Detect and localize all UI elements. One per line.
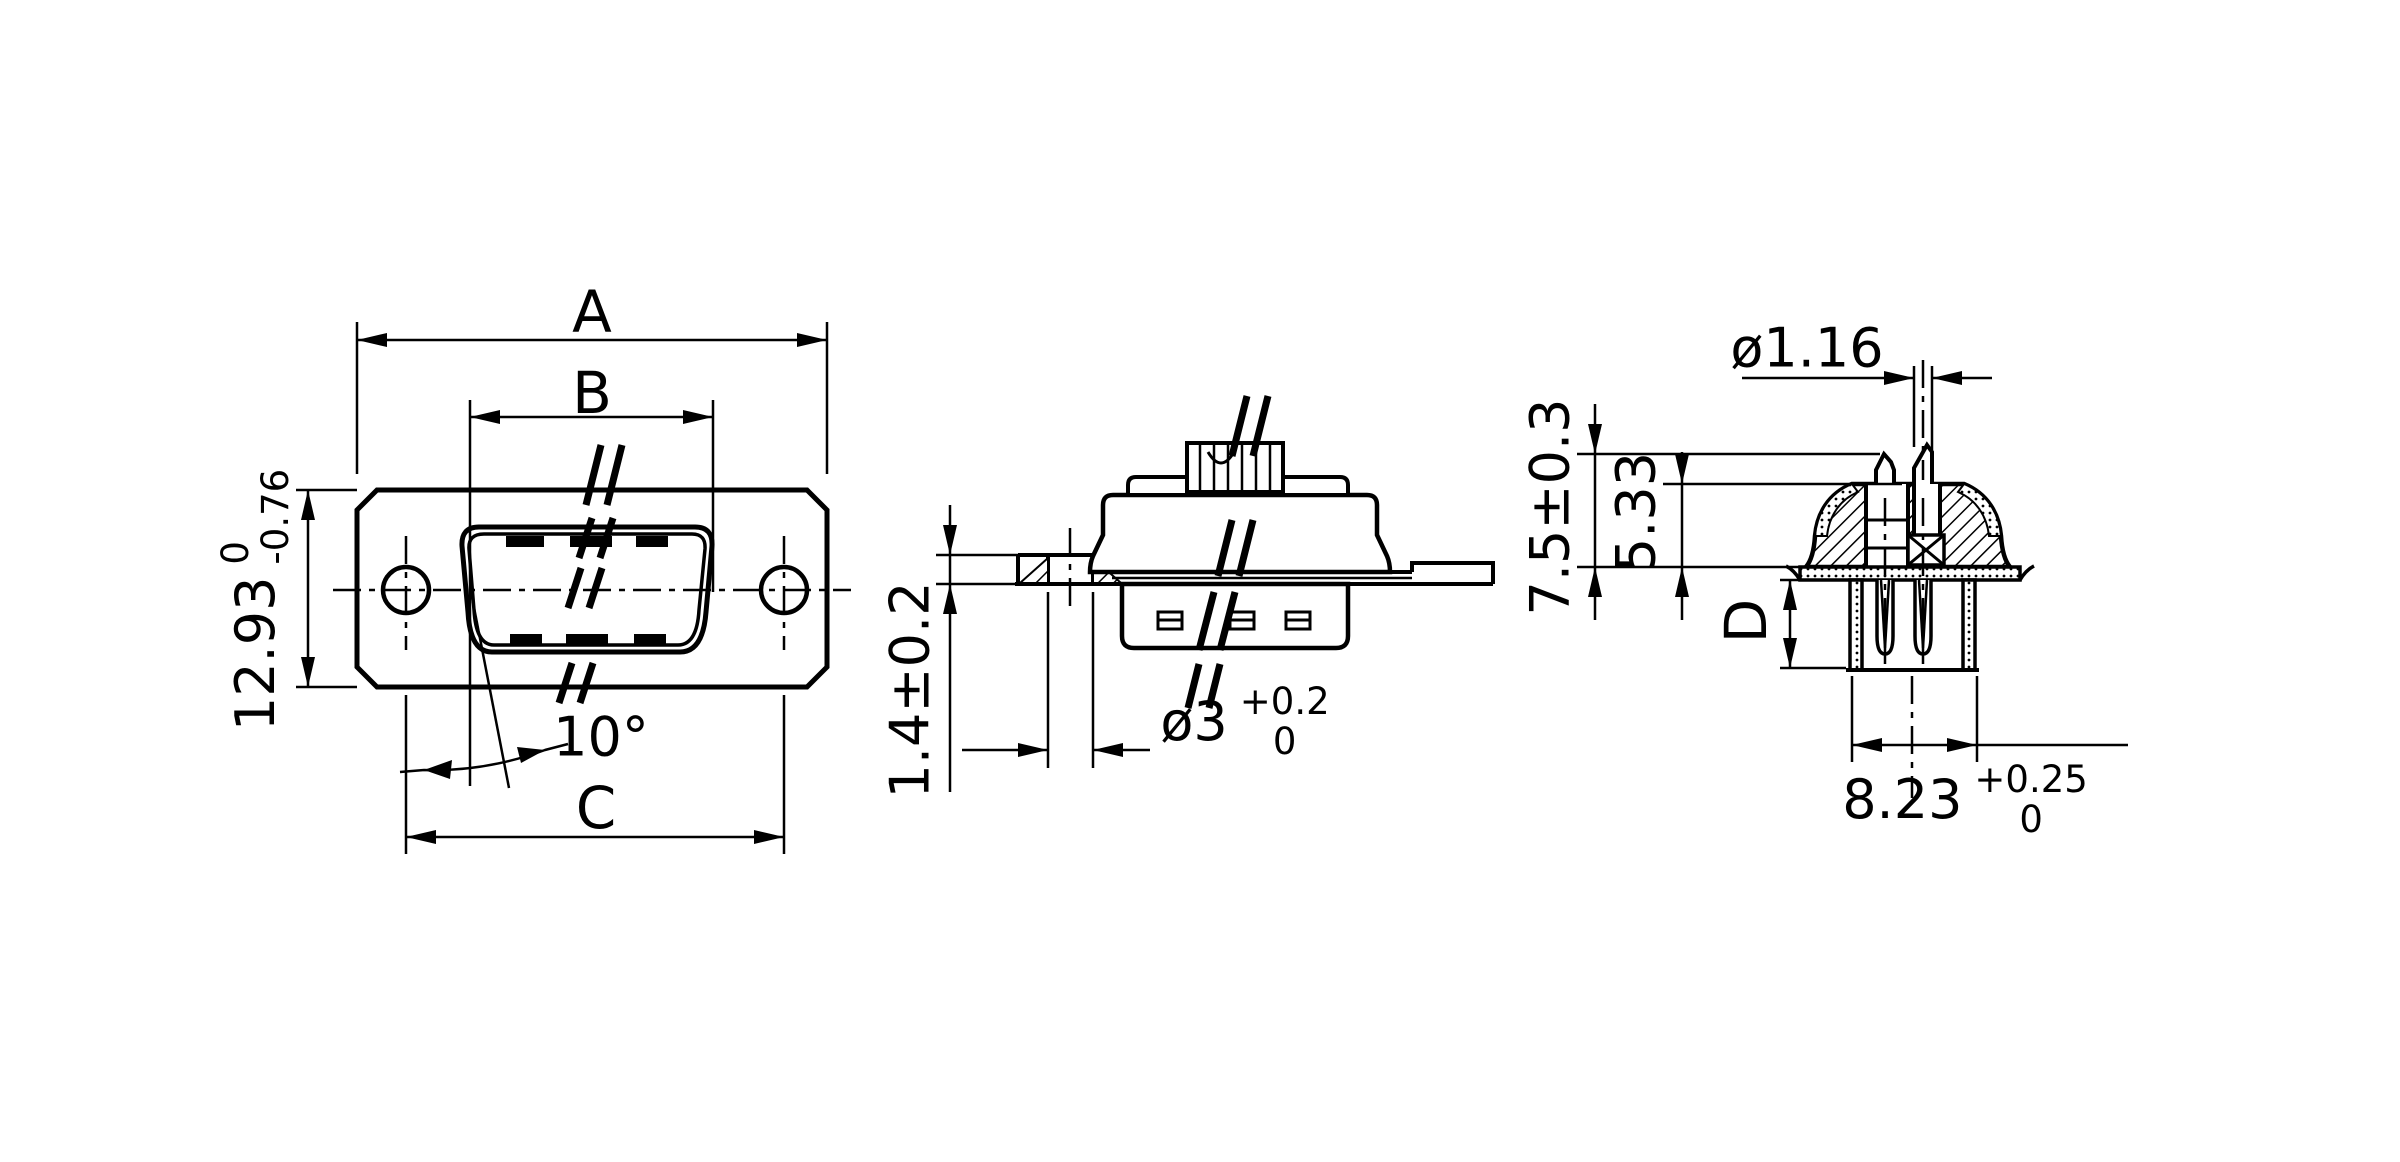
height-value: 12.93 — [224, 576, 288, 732]
pin-height-label: 7.5±0.3 — [1518, 398, 1582, 616]
height-tol-upper: 0 — [214, 541, 258, 565]
dim-a-label: A — [572, 278, 612, 346]
hole-tol-lower: 0 — [1272, 720, 1297, 763]
hole-diameter-dimension: ø3 +0.2 0 — [1160, 682, 1329, 762]
dim-b-label: B — [572, 359, 612, 427]
insulator-height-label: 5.33 — [1604, 451, 1668, 573]
section-view — [1577, 360, 2128, 798]
height-dimension: 12.93 0 -0.76 — [214, 468, 297, 732]
barrel-width-dimension: 8.23 +0.25 0 — [1842, 760, 2088, 840]
hole-diameter-value: ø3 — [1160, 690, 1228, 754]
pin-diameter-label: ø1.16 — [1730, 316, 1884, 380]
barrel-width-tol-upper: +0.25 — [1974, 758, 2088, 802]
hole-tol-upper: +0.2 — [1239, 680, 1330, 724]
barrel-width-value: 8.23 — [1842, 768, 1963, 832]
dim-c-label: C — [575, 774, 617, 842]
side-view — [936, 395, 1495, 792]
front-view — [296, 322, 851, 854]
barrel-depth-label: D — [1712, 598, 1780, 644]
barrel-width-tol-lower: 0 — [2019, 798, 2043, 841]
height-tol-lower: -0.76 — [254, 468, 297, 565]
flange-thickness-label: 1.4±0.2 — [878, 581, 942, 799]
angle-label: 10° — [553, 705, 649, 769]
